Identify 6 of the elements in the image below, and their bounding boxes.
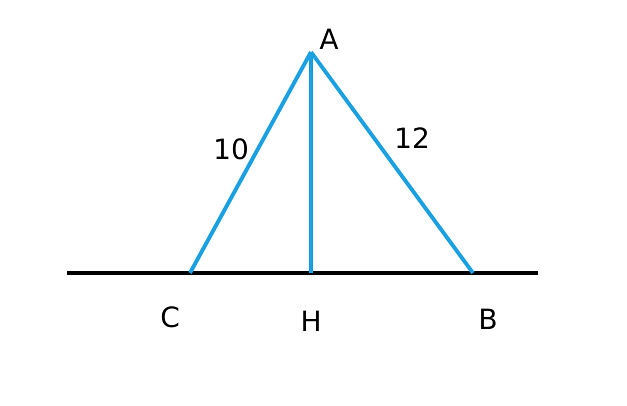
point-label: B <box>478 306 498 334</box>
point-label: A <box>319 26 339 54</box>
side-length-label: 12 <box>394 125 430 153</box>
point-label: C <box>160 304 180 332</box>
point-label: H <box>300 308 322 336</box>
side-length-label: 10 <box>213 136 249 164</box>
